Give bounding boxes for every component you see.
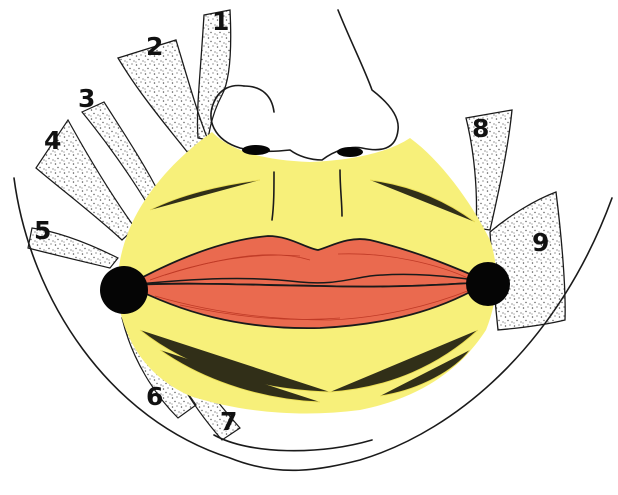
label-7: 7: [220, 407, 237, 436]
right-nostril: [337, 147, 363, 157]
modiolus-right: [466, 262, 510, 306]
chin-crease: [214, 435, 372, 451]
label-2: 2: [146, 32, 163, 61]
label-8: 8: [472, 114, 489, 143]
label-4: 4: [44, 126, 61, 155]
muscle-9: [490, 192, 565, 330]
label-9: 9: [532, 228, 549, 257]
label-5: 5: [34, 216, 51, 245]
left-nostril: [242, 145, 270, 155]
modiolus-left: [100, 266, 148, 314]
label-6: 6: [146, 382, 163, 411]
label-3: 3: [78, 84, 95, 113]
nose: [211, 10, 398, 160]
label-1: 1: [212, 7, 229, 36]
